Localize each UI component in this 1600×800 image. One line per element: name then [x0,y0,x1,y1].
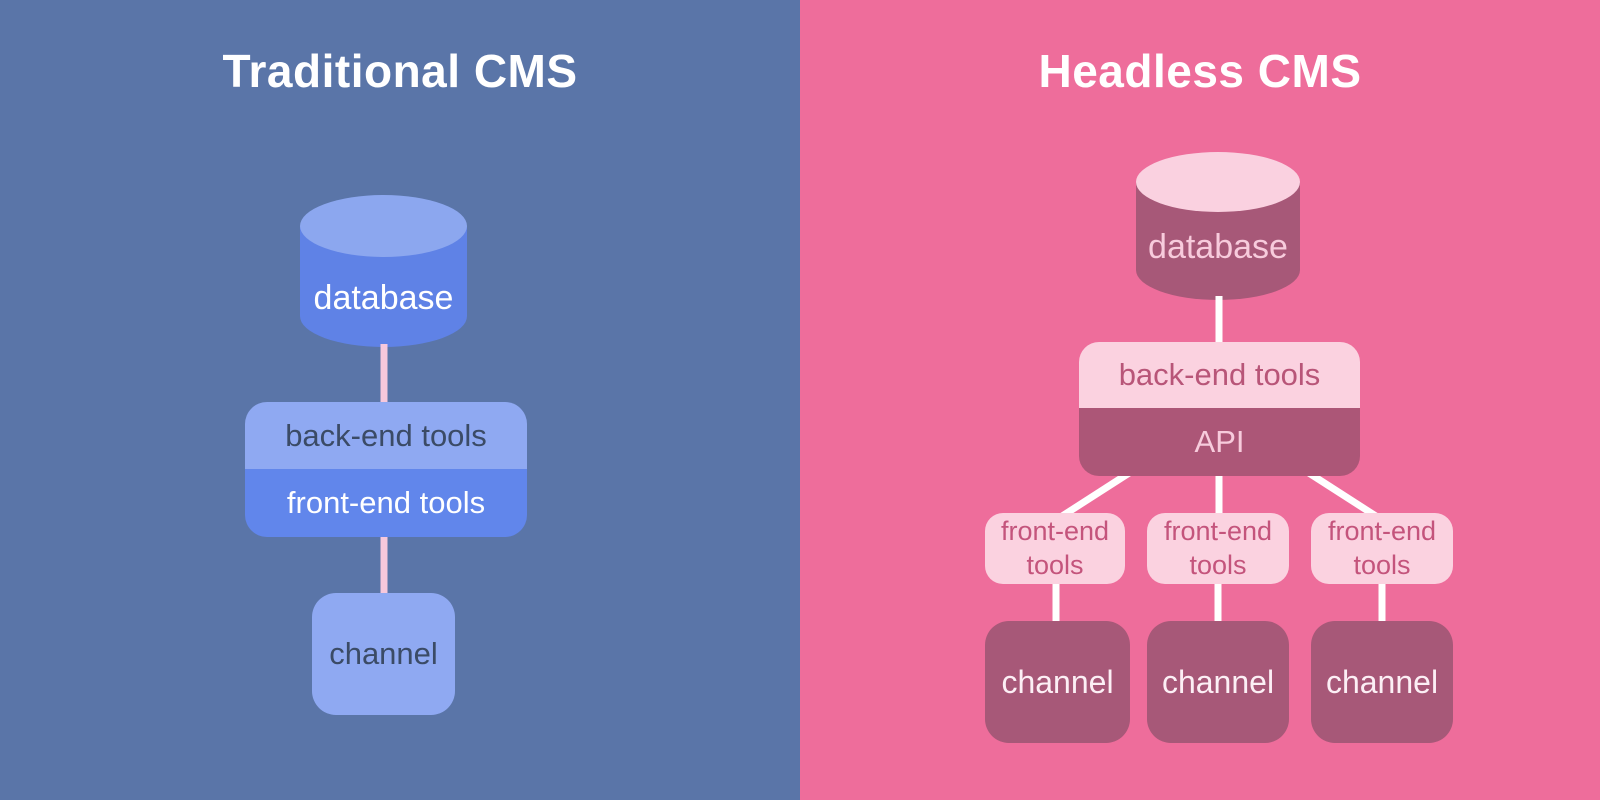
backend-tools-section: back-end tools [1079,342,1360,408]
traditional-cms-title: Traditional CMS [222,45,578,97]
database-label-traditional: database [313,279,454,317]
frontend-tools-box-2: front-end tools [1147,513,1289,584]
channel-box-3: channel [1311,621,1453,743]
channel-box-2: channel [1147,621,1289,743]
frontend-tools-section: front-end tools [245,469,527,537]
tools-box-traditional: back-end tools front-end tools [245,402,527,537]
headless-cms-title: Headless CMS [1038,45,1362,97]
cylinder-top-ellipse [1136,152,1300,212]
backend-api-box-headless: back-end tools API [1079,342,1360,476]
database-cylinder-traditional: database [300,195,467,347]
channel-box-traditional: channel [312,593,455,715]
cylinder-top-ellipse [300,195,467,257]
database-cylinder-headless: database [1136,152,1300,300]
frontend-tools-box-1: front-end tools [985,513,1125,584]
api-section: API [1079,408,1360,476]
database-label-headless: database [1148,228,1288,266]
backend-tools-section: back-end tools [245,402,527,469]
channel-box-1: channel [985,621,1130,743]
frontend-tools-box-3: front-end tools [1311,513,1453,584]
